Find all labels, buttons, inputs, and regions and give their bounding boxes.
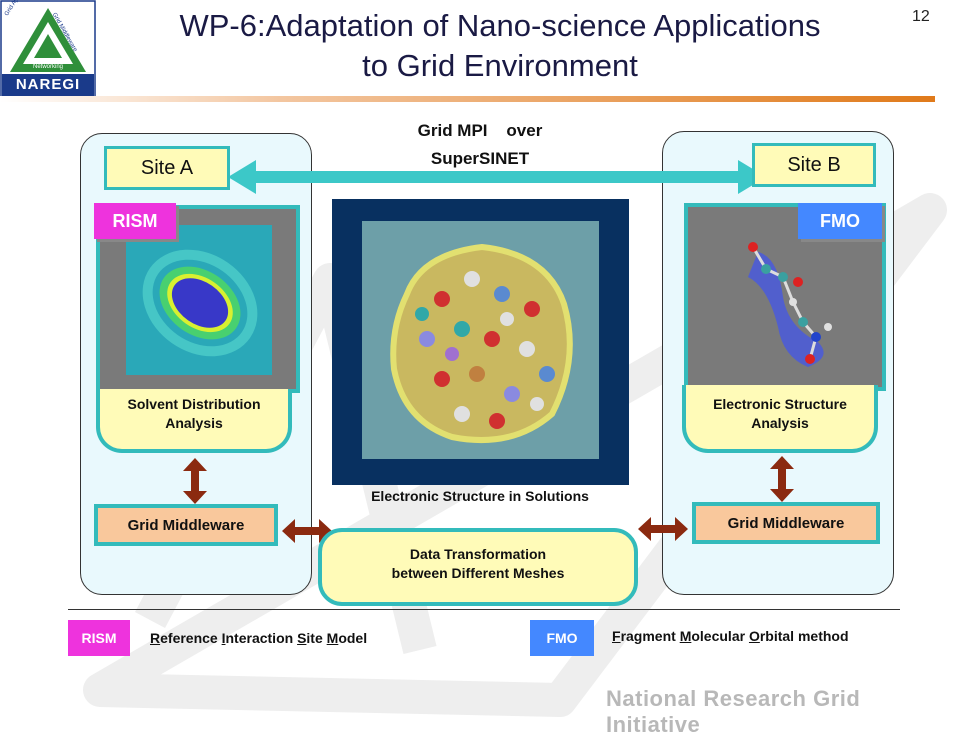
site-a-label: Site A xyxy=(104,146,230,190)
data-transformation-box: Data Transformation between Different Me… xyxy=(318,528,638,606)
legend-fmo-m: M xyxy=(679,628,692,644)
page-number: 12 xyxy=(912,8,930,25)
solution-structure-image xyxy=(332,199,629,485)
legend-rism-t1: eference xyxy=(160,630,222,646)
logo-networking-text: Networking xyxy=(32,64,63,70)
legend-rism-r: R xyxy=(150,630,161,646)
legend-rism-m: M xyxy=(326,630,339,646)
site-a-vertical-arrow xyxy=(183,458,207,504)
slide-title: WP-6:Adaptation of Nano-science Applicat… xyxy=(100,6,900,86)
legend-fmo-t1: ragment xyxy=(620,628,680,644)
center-image-caption: Electronic Structure in Solutions xyxy=(371,488,589,504)
solvent-label-line-1: Solvent Distribution xyxy=(127,396,261,412)
legend-rism-t4: odel xyxy=(338,630,368,646)
rism-tag: RISM xyxy=(94,203,176,239)
legend-rism-t2: nteraction xyxy=(225,630,298,646)
site-b-grid-middleware: Grid Middleware xyxy=(692,502,880,544)
data-transformation-line-1: Data Transformation xyxy=(409,546,547,562)
right-horizontal-arrow xyxy=(638,517,688,541)
title-line-2: to Grid Environment xyxy=(362,48,638,83)
left-horizontal-arrow xyxy=(282,519,332,543)
grid-mpi-line-1: Grid MPI over xyxy=(417,121,543,140)
legend-rism-tag: RISM xyxy=(68,620,130,656)
legend-fmo-t3: rbital method xyxy=(759,628,849,644)
grid-mpi-label: Grid MPI over SuperSINET xyxy=(340,117,620,173)
title-line-1: WP-6:Adaptation of Nano-science Applicat… xyxy=(179,8,821,43)
legend-rism-i: I xyxy=(221,630,226,646)
legend-fmo-text: Fragment Molecular Orbital method xyxy=(612,628,849,644)
solvent-distribution-label: Solvent Distribution Analysis xyxy=(96,389,292,453)
legend-rism-text: Reference Interaction Site Model xyxy=(150,630,367,646)
solvent-label-line-2: Analysis xyxy=(165,415,223,431)
site-a-grid-middleware: Grid Middleware xyxy=(94,504,278,546)
legend-fmo-tag: FMO xyxy=(530,620,594,656)
title-underline xyxy=(0,96,935,102)
electronic-structure-label: Electronic Structure Analysis xyxy=(682,385,878,453)
footer-initiative-name: National Research Grid Initiative xyxy=(606,686,861,737)
electronic-label-line-1: Electronic Structure xyxy=(713,396,847,412)
legend-fmo-t2: olecular xyxy=(691,628,749,644)
data-transformation-line-2: between Different Meshes xyxy=(391,565,565,581)
naregi-logo xyxy=(0,0,96,98)
solvent-distribution-image xyxy=(100,209,296,389)
fmo-tag: FMO xyxy=(798,203,882,239)
legend-divider xyxy=(68,609,900,610)
site-b-vertical-arrow xyxy=(770,456,794,502)
logo-name: NAREGI xyxy=(15,76,81,93)
legend-fmo-f: F xyxy=(612,628,621,644)
legend-fmo-o: O xyxy=(748,628,760,644)
legend-rism-s: S xyxy=(297,630,307,646)
electronic-label-line-2: Analysis xyxy=(751,415,809,431)
legend-rism-t3: ite xyxy=(306,630,327,646)
site-link-arrow xyxy=(228,160,766,194)
grid-mpi-line-2: SuperSINET xyxy=(430,149,530,168)
site-b-label: Site B xyxy=(752,143,876,187)
